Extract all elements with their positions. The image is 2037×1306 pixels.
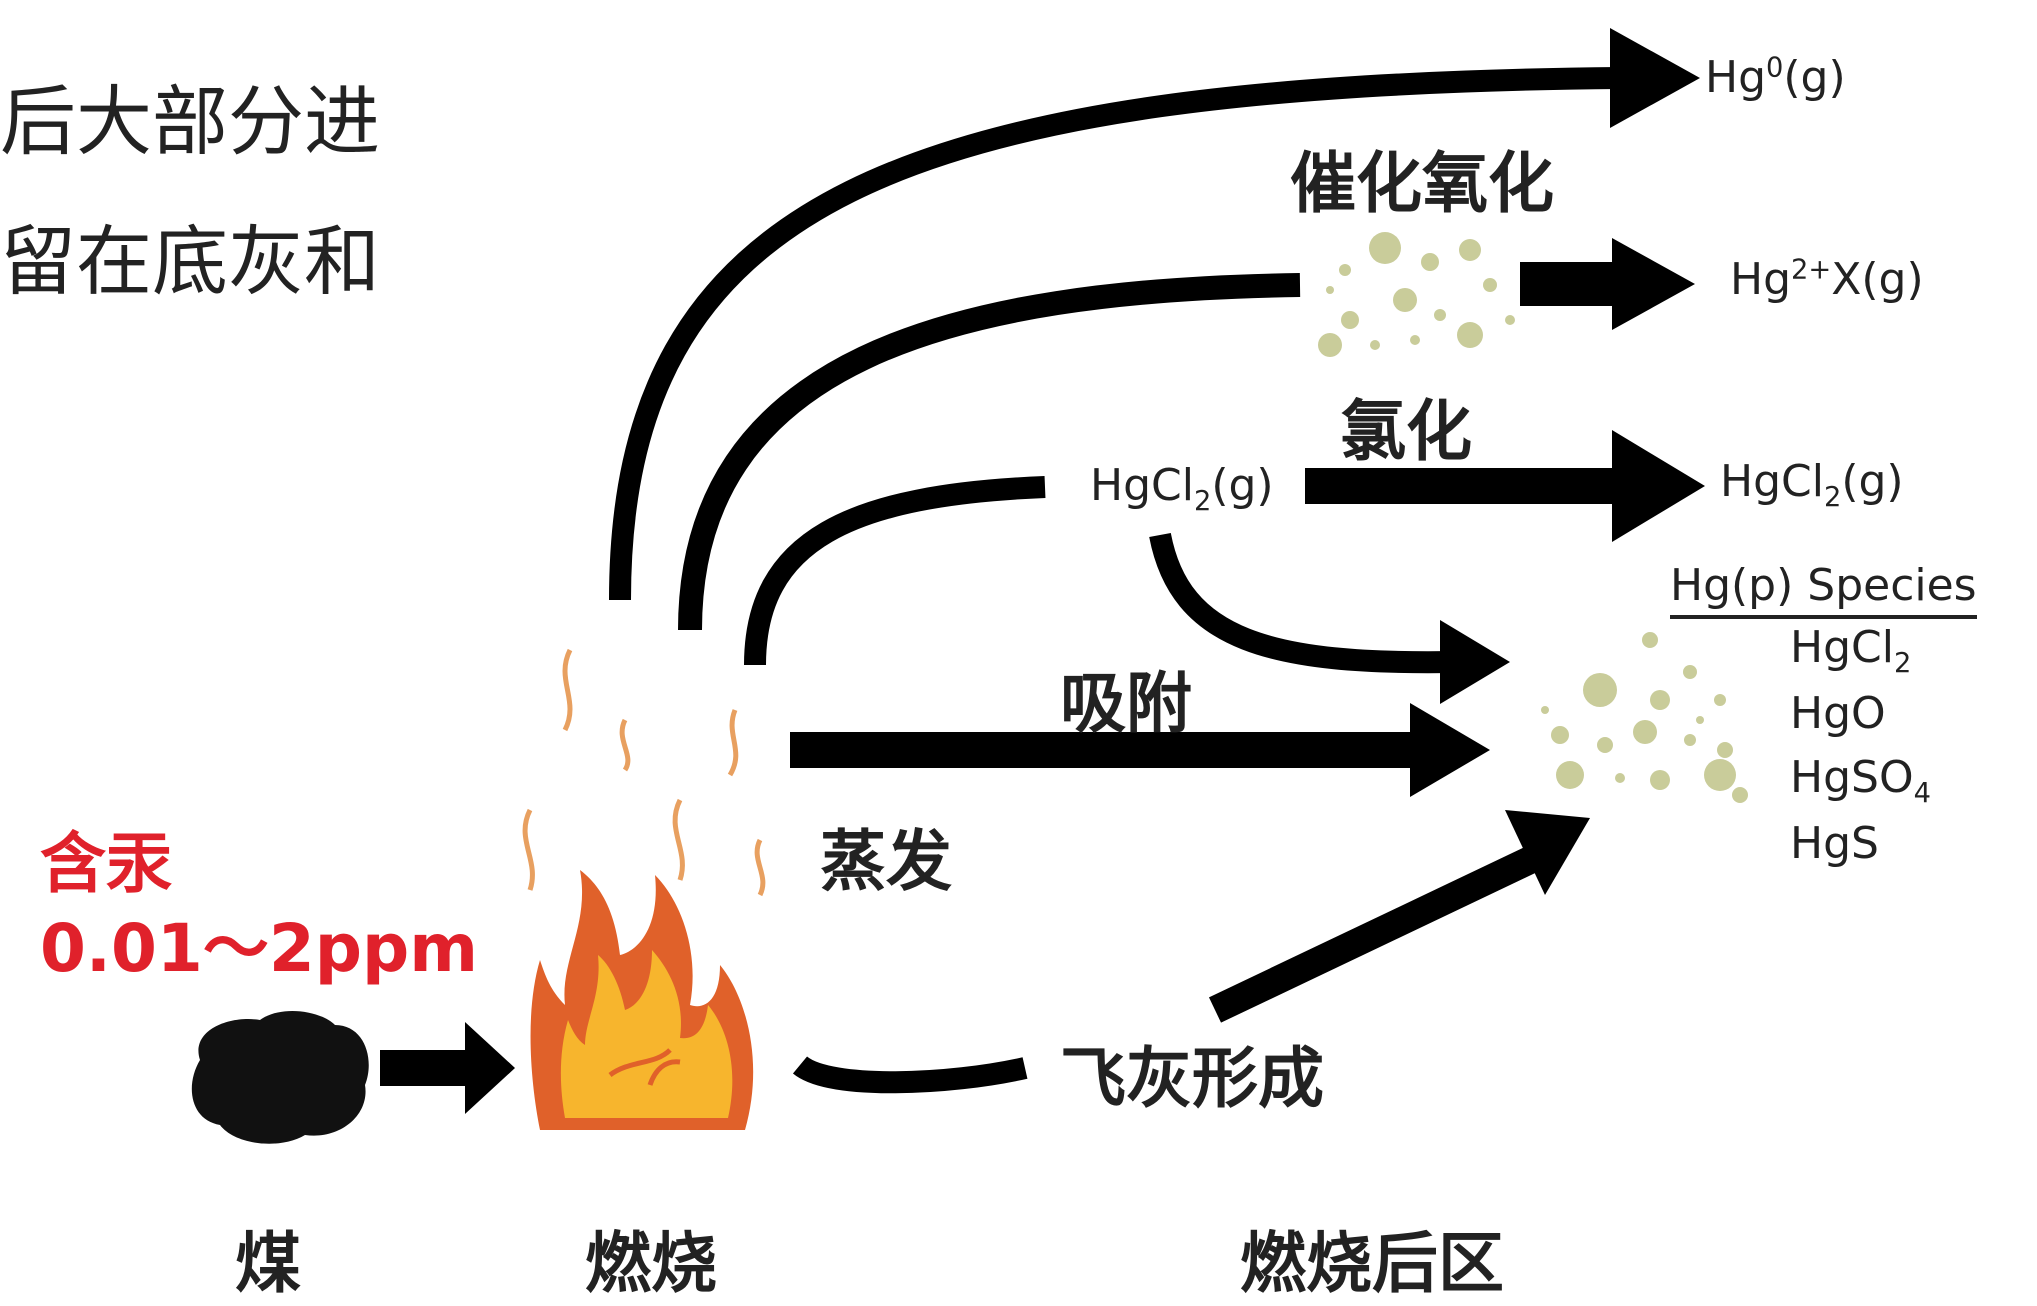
species-hgcl2-mid: HgCl2(g) <box>1090 460 1274 517</box>
arrowhead-hgcl2-particles <box>1440 620 1510 704</box>
arrow-fly-ash-left <box>792 1055 1028 1094</box>
arrowhead-coal <box>465 1022 515 1114</box>
flame-icon <box>530 870 754 1130</box>
particulate-item: HgCl2 <box>1790 622 1912 679</box>
coal-lump-icon <box>191 1010 369 1144</box>
particulate-item: HgO <box>1790 688 1886 739</box>
particulate-item: HgSO4 <box>1790 752 1931 809</box>
wisps-decoration <box>522 648 766 897</box>
arrow-to-hg0 <box>609 67 1621 601</box>
mercury-content-label: 含汞 <box>40 825 172 902</box>
stage-label-post-combustion: 燃烧后区 <box>1240 1225 1504 1302</box>
species-hg2x: Hg2+X(g) <box>1730 254 1924 305</box>
side-text-line-2: 留在底灰和 <box>0 217 380 306</box>
arrow-shaft-adsorption <box>790 732 1415 768</box>
arrowhead-chlorination <box>1612 430 1705 542</box>
mercury-content-value: 0.01～2ppm <box>40 910 479 987</box>
label-evaporation: 蒸发 <box>820 823 952 900</box>
arrow-fly-ash-right <box>1208 847 1537 1023</box>
arrow-hgcl2-to-particles <box>1149 532 1456 674</box>
arrowhead-adsorption <box>1410 703 1490 797</box>
species-hg0: Hg0(g) <box>1705 52 1846 103</box>
particulate-cluster <box>1541 632 1748 803</box>
arrowhead-fly-ash <box>1505 810 1590 895</box>
label-adsorption: 吸附 <box>1060 665 1192 742</box>
arrow-to-hgcl2-mid <box>744 476 1046 666</box>
arrow-shaft-hg2x <box>1520 262 1615 306</box>
arrow-to-catalytic-oxidation <box>678 273 1301 631</box>
arrow-shaft-chlorination <box>1305 468 1615 504</box>
stage-label-coal: 煤 <box>235 1225 301 1302</box>
arrowhead-hg2x <box>1612 238 1695 330</box>
arrow-shaft-coal <box>380 1050 470 1086</box>
arrowhead-hg0 <box>1610 28 1700 128</box>
side-text-line-1: 后大部分进 <box>0 77 380 166</box>
particulate-item: HgS <box>1790 818 1879 869</box>
particulate-header: Hg(p) Species <box>1670 560 1977 619</box>
label-fly-ash-formation: 飞灰形成 <box>1060 1040 1324 1117</box>
species-hgcl2-out: HgCl2(g) <box>1720 456 1904 513</box>
label-catalytic-oxidation: 催化氧化 <box>1290 145 1554 222</box>
catalyst-particles <box>1318 232 1515 357</box>
stage-label-combustion: 燃烧 <box>585 1225 717 1302</box>
label-chlorination: 氯化 <box>1340 393 1472 470</box>
